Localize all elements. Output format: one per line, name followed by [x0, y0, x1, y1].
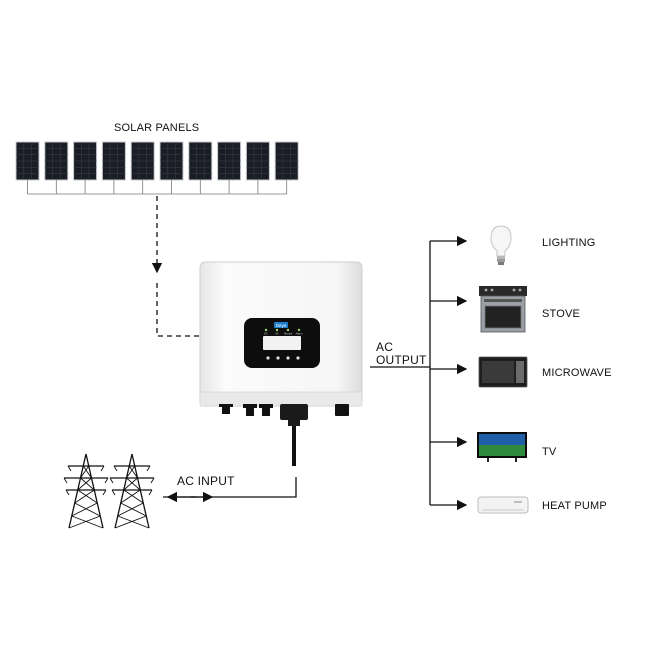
panel-wiring [27, 180, 288, 195]
tv-icon [477, 432, 527, 462]
heat-pump-icon [477, 496, 529, 514]
load-label-lighting: LIGHTING [542, 237, 596, 249]
indicator-label: DC [264, 332, 268, 336]
solar-panel [274, 141, 299, 181]
inverter-brand: Deye [276, 323, 287, 328]
solar-panel [44, 141, 69, 181]
power-grid-towers [63, 453, 155, 529]
load-label-stove: STOVE [542, 308, 581, 320]
solar-panel-array [15, 141, 299, 195]
power-tower [109, 453, 155, 529]
stove-icon [479, 286, 527, 333]
solar-panel [130, 141, 155, 181]
indicator-label: Normal [284, 332, 293, 336]
microwave-icon [478, 356, 528, 388]
indicator-light: Normal [284, 328, 293, 336]
light-bulb-icon [490, 225, 512, 265]
solar-panel [217, 141, 242, 181]
solar-panel [159, 141, 184, 181]
indicator-label: AC [275, 332, 279, 336]
solar-panel [73, 141, 98, 181]
dc-cable-line-lower [156, 283, 200, 337]
solar-panel [245, 141, 270, 181]
indicator-light: AC [275, 328, 279, 336]
indicator-light: Alarm [296, 328, 303, 336]
indicator-light: DC [264, 328, 268, 336]
ac-input-label: AC INPUT [177, 474, 235, 488]
load-label-tv: TV [542, 446, 557, 458]
ac-output-label-line1: AC [376, 340, 394, 354]
load-label-microwave: MICROWAVE [542, 367, 612, 379]
inverter-lcd-screen [263, 336, 301, 350]
inverter-buttons [266, 356, 300, 360]
solar-panel [188, 141, 213, 181]
load-branches [430, 235, 468, 511]
solar-panel [15, 141, 40, 181]
solar-panels-label: SOLAR PANELS [114, 122, 200, 134]
ac-output-label-line2: OUTPUT [376, 353, 427, 367]
load-label-heat-pump: HEAT PUMP [542, 500, 607, 512]
inverter-connectors [219, 404, 349, 466]
brand-badge [274, 322, 288, 328]
power-tower [63, 453, 109, 529]
indicator-label: Alarm [296, 332, 303, 336]
solar-panel [101, 141, 126, 181]
